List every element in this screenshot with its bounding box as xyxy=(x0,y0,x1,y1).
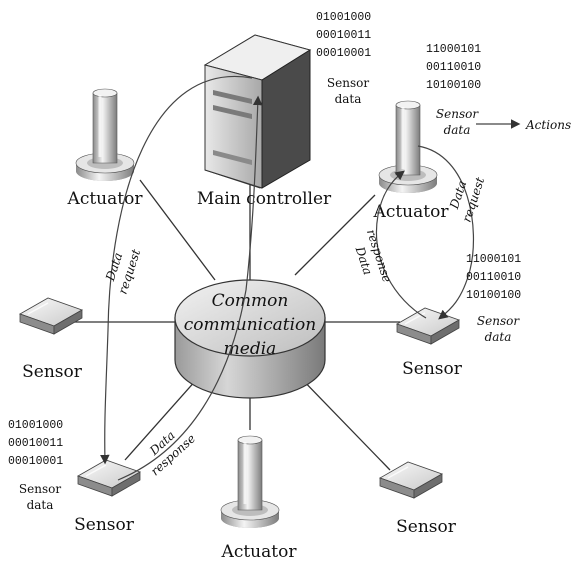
actuator-top-right-icon xyxy=(377,99,439,195)
svg-text:00010001: 00010001 xyxy=(8,455,63,468)
svg-text:00010001: 00010001 xyxy=(316,47,371,60)
hub-label-line1: Common xyxy=(212,291,289,311)
sensor-right-label: Sensor xyxy=(402,359,463,379)
svg-text:00010011: 00010011 xyxy=(316,29,371,42)
hub-links xyxy=(55,175,400,471)
actuator-sensor-data-label-1: Sensor xyxy=(436,107,479,121)
hub-label-line2: communication xyxy=(184,315,316,335)
actuator-sensor-data-label-2: data xyxy=(444,123,471,137)
svg-text:11000101: 11000101 xyxy=(426,43,481,56)
sensor-right-icon xyxy=(396,307,460,345)
svg-text:00110010: 00110010 xyxy=(426,61,481,74)
svg-text:10100100: 10100100 xyxy=(426,79,481,92)
right-sensor-binary-block: 11000101 00110010 10100100 xyxy=(466,253,521,302)
actuator-bottom-label: Actuator xyxy=(221,542,298,562)
right-sensor-data-label-1: Sensor xyxy=(477,314,520,328)
sensor-left-icon xyxy=(19,297,83,335)
bottom-left-sensor-data-label-2: data xyxy=(27,498,54,512)
main-controller-label: Main controller xyxy=(197,189,332,209)
data-response-right-label: Data response xyxy=(352,228,394,285)
sensor-left-label: Sensor xyxy=(22,362,83,382)
controller-binary-block: 01001000 00010011 00010001 xyxy=(316,11,371,60)
actuator-binary-block: 11000101 00110010 10100100 xyxy=(426,43,481,92)
svg-text:01001000: 01001000 xyxy=(316,11,371,24)
svg-text:00010011: 00010011 xyxy=(8,437,63,450)
data-flow-arrows xyxy=(100,75,521,481)
sensor-bottom-right-icon xyxy=(379,461,443,499)
bottom-left-sensor-binary-block: 01001000 00010011 00010001 xyxy=(8,419,63,468)
svg-text:11000101: 11000101 xyxy=(466,253,521,266)
controller-sensor-data-label-2: data xyxy=(335,92,362,106)
actuator-top-left-label: Actuator xyxy=(67,189,144,209)
controller-sensor-data-label-1: Sensor xyxy=(327,76,369,90)
right-sensor-data-label-2: data xyxy=(485,330,512,344)
sensor-bottom-right-label: Sensor xyxy=(396,517,457,537)
bottom-left-sensor-data-label-1: Sensor xyxy=(19,482,61,496)
data-request-right-label: Data request xyxy=(447,175,487,224)
hub-label-line3: media xyxy=(224,339,277,359)
svg-text:00110010: 00110010 xyxy=(466,271,521,284)
common-communication-media-hub: Common communication media xyxy=(174,279,326,399)
svg-text:10100100: 10100100 xyxy=(466,289,521,302)
actuator-bottom-icon xyxy=(219,434,281,530)
data-request-left-label: Data request xyxy=(103,247,143,296)
svg-text:01001000: 01001000 xyxy=(8,419,63,432)
actions-label: Actions xyxy=(525,118,571,132)
sensor-bottom-left-icon xyxy=(77,459,141,497)
sensor-bottom-left-label: Sensor xyxy=(74,515,135,535)
actuator-top-left-icon xyxy=(74,87,136,183)
actuator-top-right-label: Actuator xyxy=(373,202,450,222)
